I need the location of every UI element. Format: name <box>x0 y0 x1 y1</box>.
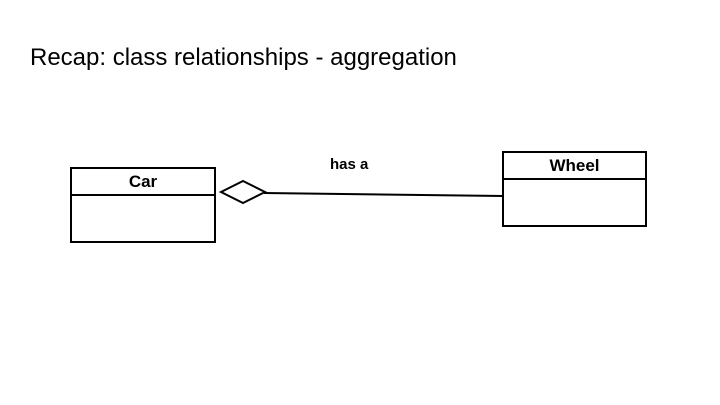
association-label: has a <box>330 156 369 173</box>
uml-class-car-name: Car <box>72 169 214 196</box>
uml-class-wheel[interactable]: Wheel <box>502 151 647 227</box>
page-title: Recap: class relationships - aggregation <box>30 44 457 71</box>
uml-class-car-body <box>72 196 214 241</box>
association-line <box>263 192 504 197</box>
uml-class-car[interactable]: Car <box>70 167 216 243</box>
uml-class-wheel-name: Wheel <box>504 153 645 180</box>
aggregation-diamond-icon <box>218 179 268 205</box>
uml-class-wheel-body <box>504 180 645 225</box>
